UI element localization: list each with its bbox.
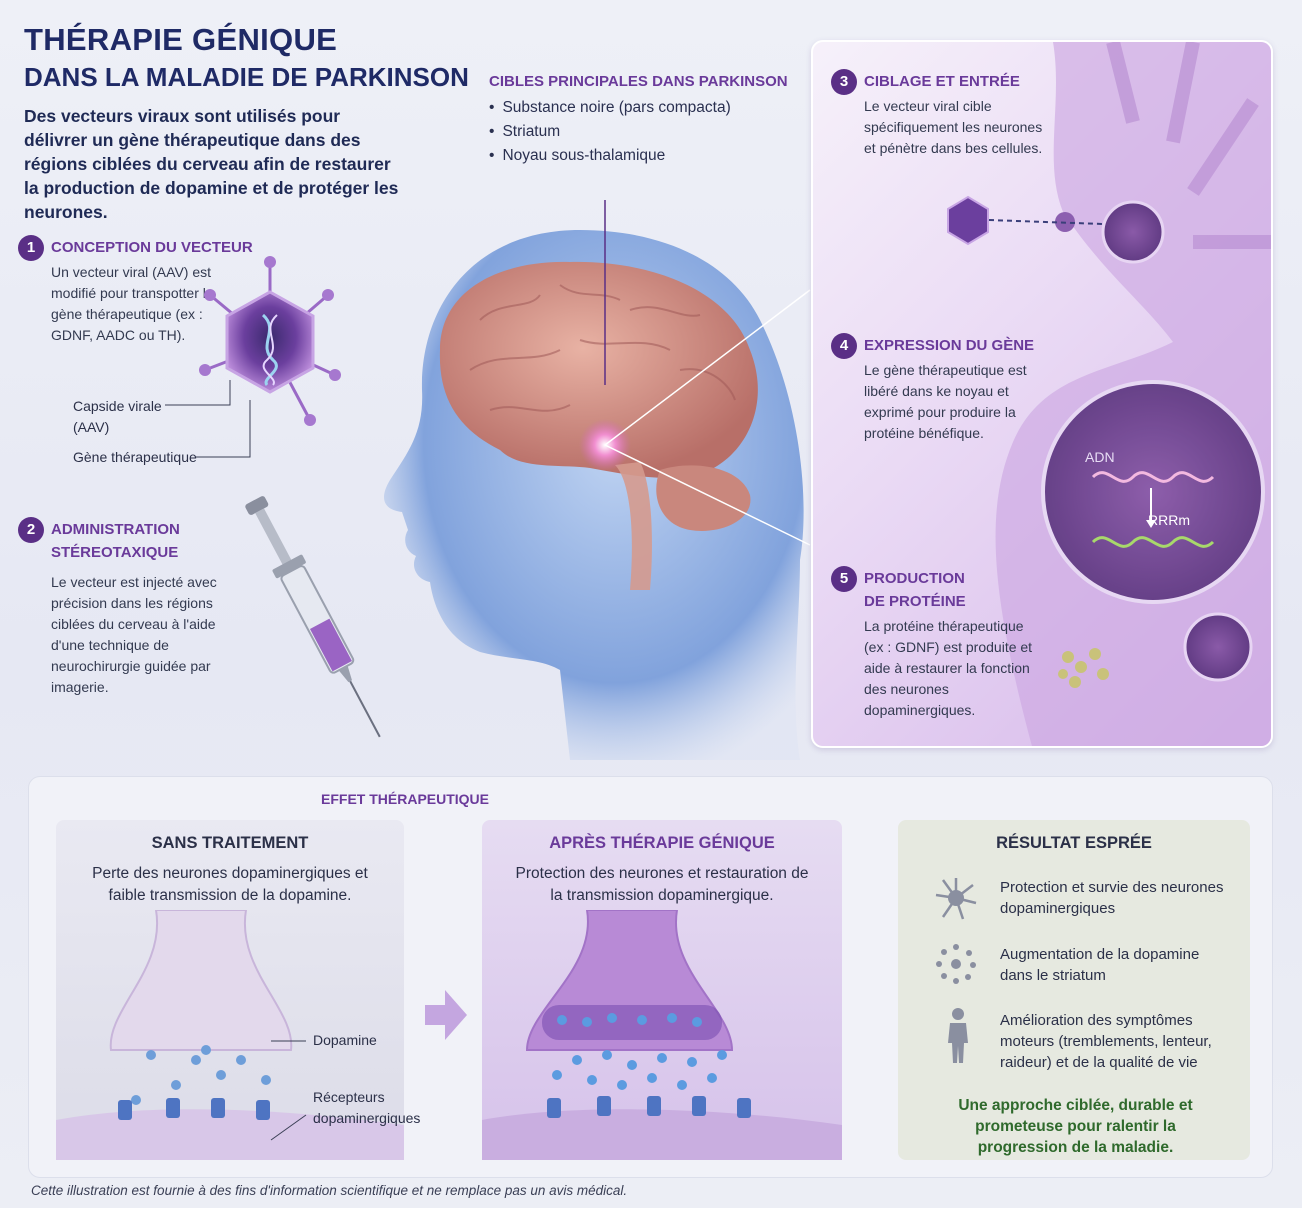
step-5-text: La protéine thérapeutique (ex : GDNF) es… xyxy=(864,618,1033,718)
target-item: Striatum xyxy=(489,120,731,144)
targets-title: CIBLES PRINCIPALES DANS PARKINSON xyxy=(489,73,788,90)
step-5-title-line1: PRODUCTION xyxy=(864,570,965,587)
synapse-without xyxy=(56,910,404,1160)
syringe-illustration xyxy=(245,496,381,738)
small-virus xyxy=(947,195,989,246)
targets-list: Substance noire (pars compacta) Striatum… xyxy=(489,96,731,168)
page-subtitle: DANS LA MALADIE DE PARKINSON xyxy=(24,62,469,92)
virus-illustration xyxy=(199,256,341,426)
step-4-number: 4 xyxy=(831,333,857,359)
after-therapy-card: APRÈS THÉRAPIE GÉNIQUE Protection des ne… xyxy=(482,820,842,1160)
step-1-number: 1 xyxy=(18,235,44,261)
result-title: RÉSULTAT ESPRÉE xyxy=(996,834,1152,852)
step-2-number: 2 xyxy=(18,517,44,543)
result-card: RÉSULTAT ESPRÉE xyxy=(898,820,1250,1160)
receptors-label: Récepteurs dopaminergiques xyxy=(313,1087,420,1129)
result-item-2: Augmentation de la dopamine dans le stri… xyxy=(1000,946,1200,984)
capsid-label: Capside virale (AAV) xyxy=(73,396,162,438)
without-text: Perte des neurones dopaminergiques et fa… xyxy=(92,865,368,904)
step-5-title: PRODUCTION DE PROTÉINE xyxy=(864,567,966,613)
without-treatment-card: SANS TRAITEMENT Perte des neurones dopam… xyxy=(56,820,404,1160)
step-2-text: Le vecteur est injecté avec précision da… xyxy=(51,574,217,695)
footer-disclaimer: Cette illustration est fournie à des fin… xyxy=(31,1183,628,1198)
step-1-title: CONCEPTION DU VECTEUR xyxy=(51,239,253,256)
step-2-title-line1: ADMINISTRATION xyxy=(51,521,180,538)
result-item-1: Protection et survie des neurones dopami… xyxy=(1000,879,1224,917)
step-5-number: 5 xyxy=(831,566,857,592)
brain-shape xyxy=(439,261,758,478)
effect-section-title: EFFET THÉRAPEUTIQUE xyxy=(321,791,490,807)
step-5-title-line2: DE PROTÉINE xyxy=(864,593,966,610)
step-4-title: EXPRESSION DU GÈNE xyxy=(864,337,1035,354)
neuron-icon xyxy=(935,878,977,920)
virus-label-lines xyxy=(165,380,251,458)
page-title: THÉRAPIE GÉNIQUE xyxy=(24,22,338,57)
head-brain-illustration xyxy=(383,200,811,760)
target-item: Noyau sous-thalamique xyxy=(489,144,731,168)
arrow-right-icon xyxy=(425,990,467,1040)
step-3-text: Le vecteur viral cible spécifiquement le… xyxy=(864,98,1043,156)
step-3-number: 3 xyxy=(831,69,857,95)
brainstem xyxy=(615,462,652,590)
conclusion-text: Une approche ciblée, durable et prometeu… xyxy=(958,1097,1193,1156)
step-3-title: CIBLAGE ET ENTRÉE xyxy=(864,73,1020,90)
cell-panel: ADN RRRm xyxy=(811,40,1273,748)
target-item: Substance noire (pars compacta) xyxy=(489,96,730,120)
step-2-title-line2: STÉREOTAXIQUE xyxy=(51,544,179,561)
step-1-text: Un vecteur viral (AAV) est modifié pour … xyxy=(51,264,214,343)
after-text: Protection des neurones et restauration … xyxy=(515,865,809,904)
after-title: APRÈS THÉRAPIE GÉNIQUE xyxy=(549,834,775,852)
receptors-label-line2: dopaminergiques xyxy=(313,1110,421,1126)
person-icon xyxy=(948,1008,968,1063)
dna-label: ADN xyxy=(1085,449,1115,465)
rna-label: RRRm xyxy=(1148,512,1190,528)
without-title: SANS TRAITEMENT xyxy=(151,834,309,852)
capsid-label-line2: (AAV) xyxy=(73,419,110,435)
synapse-after xyxy=(482,910,842,1160)
receptors-label-line1: Récepteurs xyxy=(313,1089,385,1105)
dots-icon xyxy=(936,944,976,984)
capsid-label-line1: Capside virale xyxy=(73,398,162,414)
step-4-text: Le gène thérapeutique est libéré dans ke… xyxy=(864,362,1027,441)
intro-text: Des vecteurs viraux sont utilisés pour d… xyxy=(24,106,399,222)
gene-label: Gène thérapeutique xyxy=(73,449,197,465)
result-item-3: Amélioration des symptômes moteurs (trem… xyxy=(1000,1012,1212,1071)
cell-illustration xyxy=(947,42,1271,746)
step-2-title: ADMINISTRATION STÉREOTAXIQUE xyxy=(51,518,180,564)
dopamine-label: Dopamine xyxy=(313,1032,377,1048)
